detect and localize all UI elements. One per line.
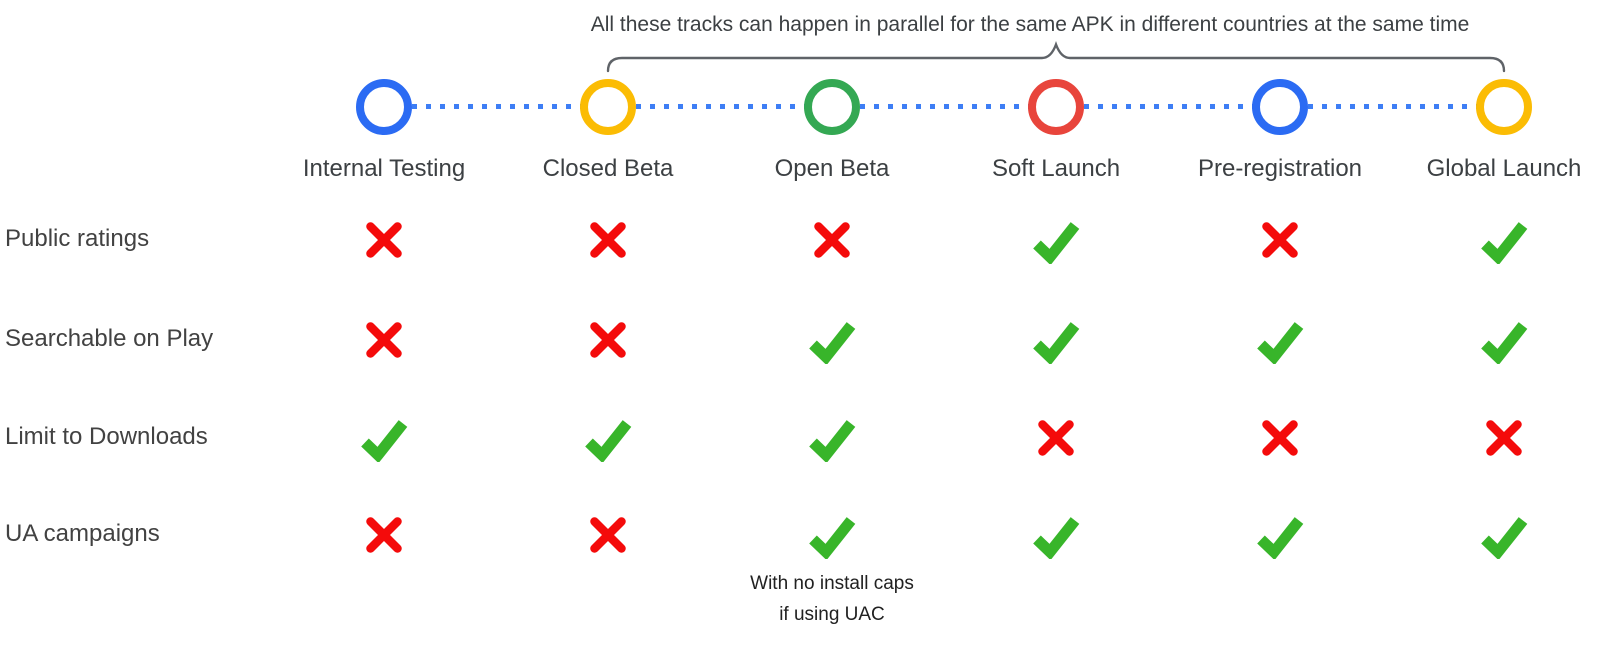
check-icon [808, 316, 856, 364]
cross-icon [808, 216, 856, 264]
check-icon [808, 414, 856, 462]
track-label-global-launch: Global Launch [1426, 155, 1582, 182]
track-node-global-launch [1476, 79, 1532, 135]
cross-icon [360, 511, 408, 559]
feature-label-ua-campaigns: UA campaigns [5, 519, 160, 547]
track-node-soft-launch [1028, 79, 1084, 135]
check-icon [1480, 316, 1528, 364]
cross-icon [360, 316, 408, 364]
track-label-open-beta: Open Beta [774, 155, 890, 182]
footnote-line-1: With no install caps [750, 573, 914, 594]
feature-label-limit-to-downloads: Limit to Downloads [5, 422, 208, 450]
check-icon [1480, 511, 1528, 559]
track-node-open-beta [804, 79, 860, 135]
check-icon [1032, 216, 1080, 264]
footnote-line-2: if using UAC [779, 604, 885, 625]
check-icon [808, 511, 856, 559]
cross-icon [360, 216, 408, 264]
parallel-tracks-brace [606, 41, 1506, 73]
cross-icon [584, 316, 632, 364]
check-icon [1032, 511, 1080, 559]
feature-label-public-ratings: Public ratings [5, 224, 150, 252]
track-label-internal-testing: Internal Testing [302, 155, 466, 182]
cross-icon [584, 216, 632, 264]
check-icon [360, 414, 408, 462]
track-label-soft-launch: Soft Launch [991, 155, 1121, 182]
cross-icon [1256, 216, 1304, 264]
check-icon [1032, 316, 1080, 364]
track-label-closed-beta: Closed Beta [542, 155, 674, 182]
timeline-dotted-line [384, 104, 1504, 109]
cross-icon [1256, 414, 1304, 462]
track-label-pre-registration: Pre-registration [1197, 155, 1363, 182]
feature-label-searchable-on-play: Searchable on Play [5, 324, 214, 352]
check-icon [1256, 316, 1304, 364]
check-icon [1480, 216, 1528, 264]
track-node-closed-beta [580, 79, 636, 135]
check-icon [1256, 511, 1304, 559]
parallel-tracks-title: All these tracks can happen in parallel … [590, 13, 1470, 36]
cross-icon [584, 511, 632, 559]
check-icon [584, 414, 632, 462]
track-node-pre-registration [1252, 79, 1308, 135]
track-node-internal-testing [356, 79, 412, 135]
open-beta-footnote: With no install caps if using UAC [750, 568, 914, 630]
cross-icon [1480, 414, 1528, 462]
cross-icon [1032, 414, 1080, 462]
